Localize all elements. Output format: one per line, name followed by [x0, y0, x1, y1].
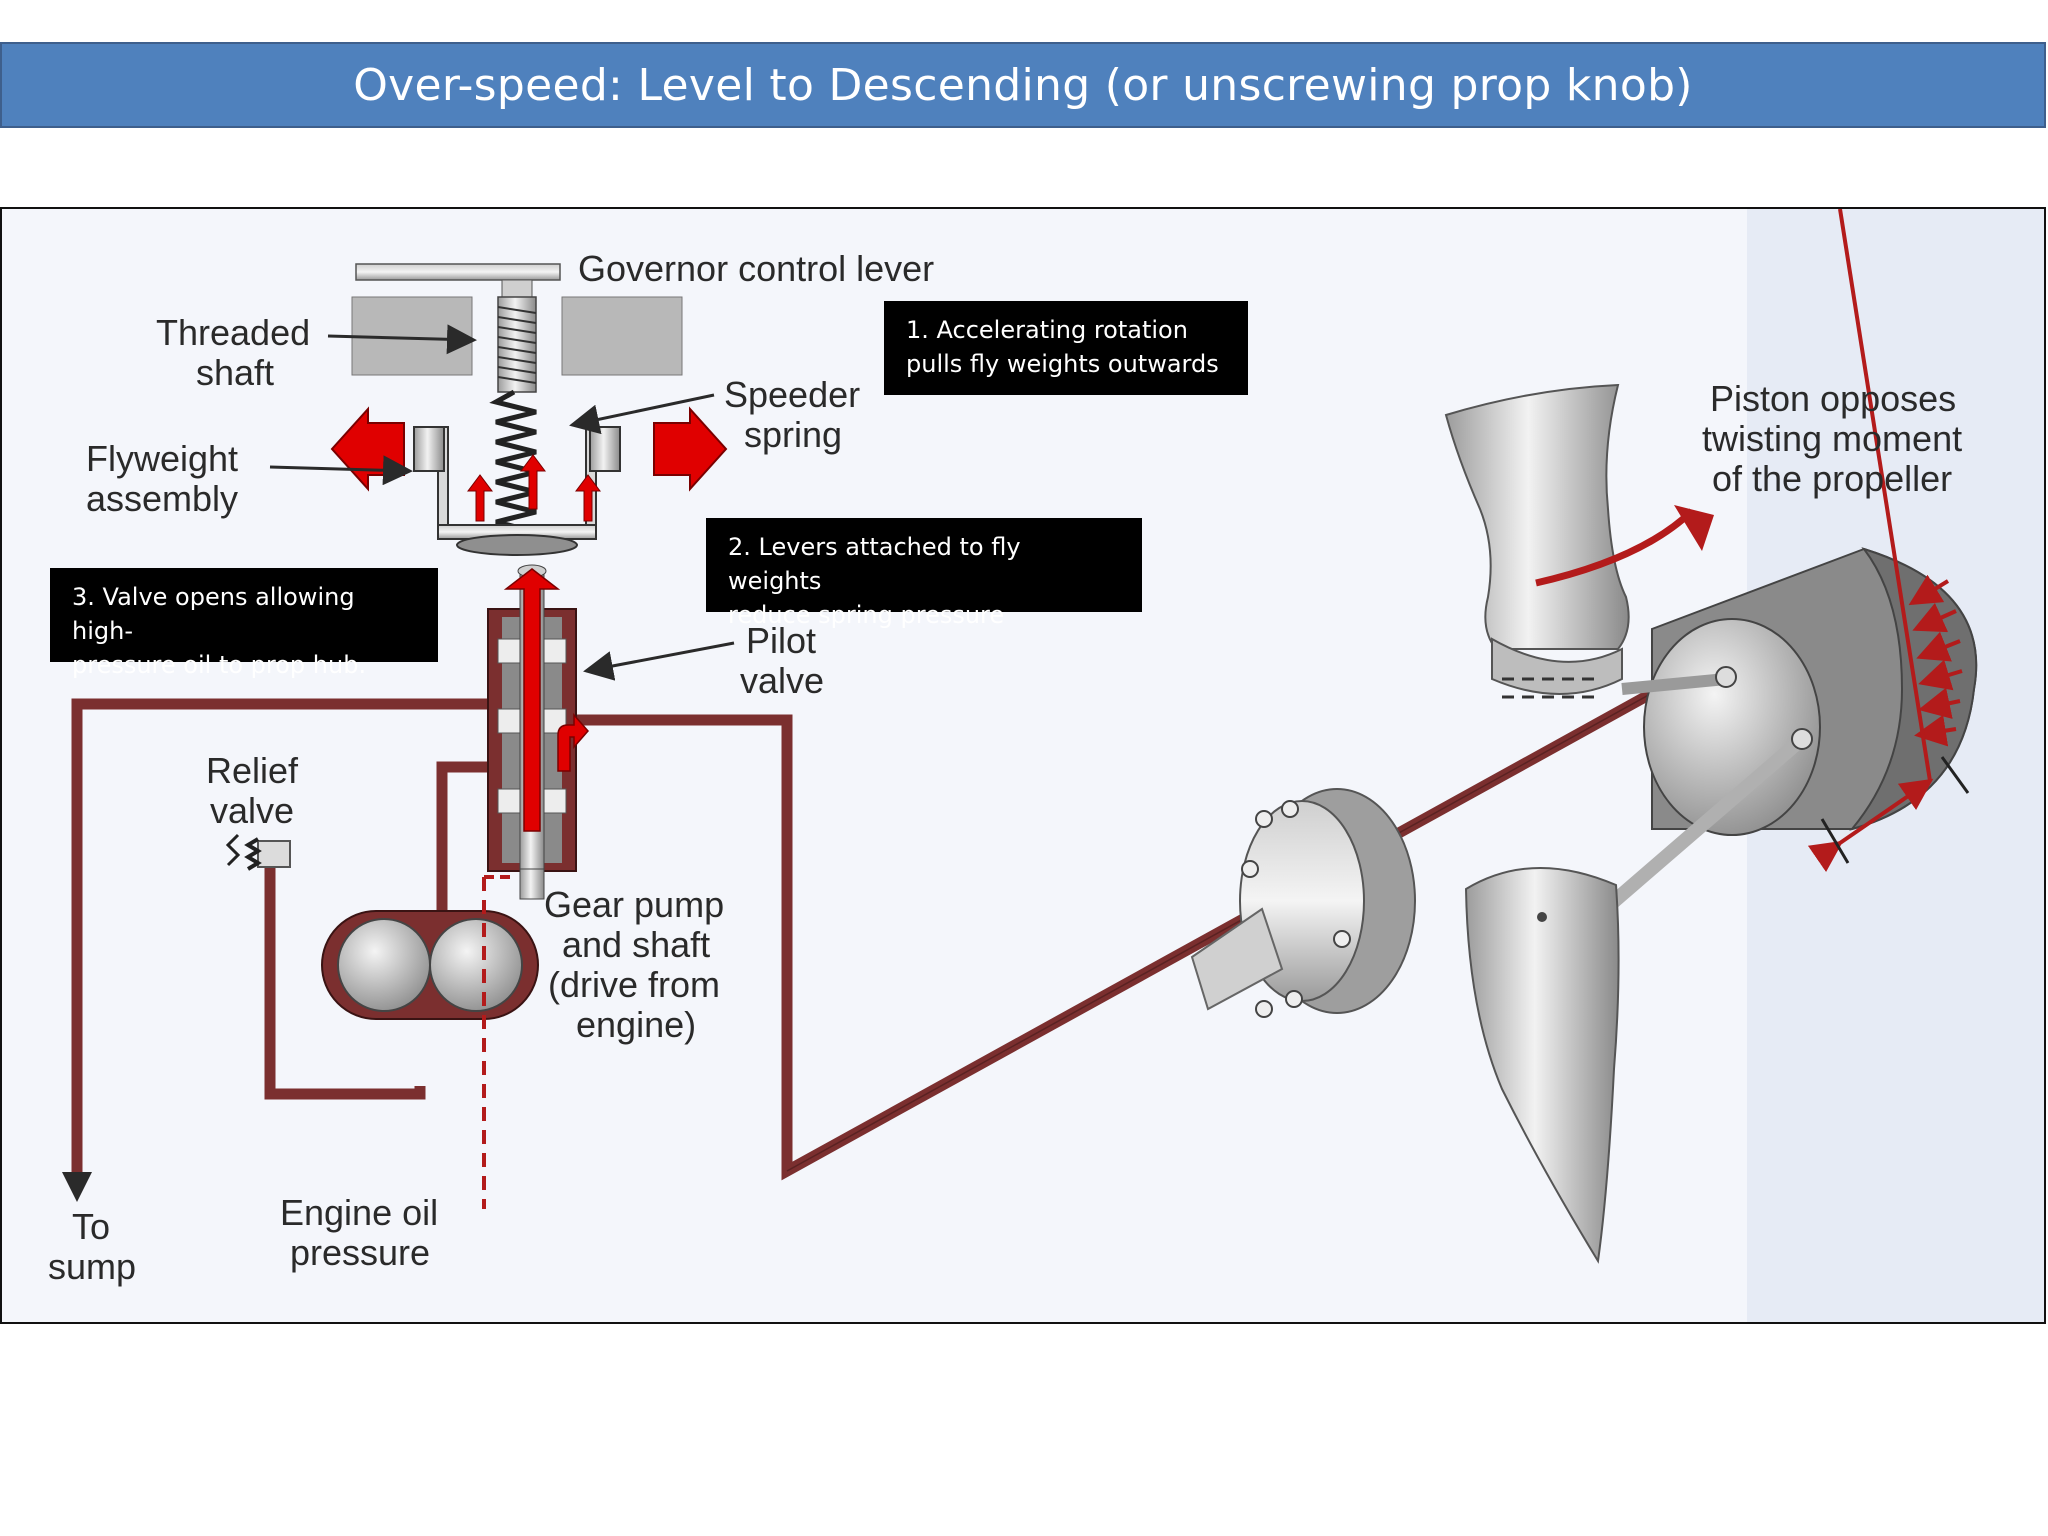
callout-levers-reduce-spring: 2. Levers attached to fly weights reduce…: [706, 518, 1142, 629]
threaded-shaft-housing-right: [561, 296, 683, 376]
spring-relief-arrow-center: [520, 454, 546, 510]
propeller-assembly: [1190, 209, 1978, 1264]
twisting-moment-arrow: [1535, 508, 1695, 587]
callout-2-line-2: reduce spring pressure: [728, 601, 1005, 629]
governor-control-lever: [355, 263, 561, 281]
title-bar: Over-speed: Level to Descending (or unsc…: [0, 42, 2046, 128]
callout-1-line-2: pulls fly weights outwards: [906, 350, 1219, 378]
port-flow-arrow: [557, 713, 589, 772]
spring-relief-arrow-left: [467, 474, 493, 522]
governor-diagram: Governor control lever Threaded shaft Sp…: [0, 207, 2046, 1324]
callout-valve-opens: 3. Valve opens allowing high- pressure o…: [50, 568, 438, 679]
callout-3-line-1: 3. Valve opens allowing high-: [72, 583, 355, 645]
callout-3-line-2: pressure oil to prop hub.: [72, 651, 367, 679]
label-threaded-shaft-1: Threaded: [156, 312, 310, 353]
prop-hub-line: [577, 676, 1677, 1181]
pilot-valve-flow-arrow: [503, 568, 561, 832]
label-speeder-spring-2: spring: [744, 414, 842, 455]
relief-return-line: [264, 854, 426, 1100]
label-piston-2: twisting moment: [1702, 418, 1962, 459]
upper-blade: [1444, 383, 1630, 650]
label-governor-control-lever: Governor control lever: [578, 248, 934, 289]
speeder-spring: [489, 389, 537, 532]
piston-stroke-arrow: [1838, 209, 1932, 782]
label-relief-valve-2: valve: [210, 790, 294, 831]
label-piston-3: of the propeller: [1712, 458, 1952, 499]
label-gear-pump-4: engine): [576, 1004, 696, 1045]
lower-blade: [1464, 866, 1620, 1264]
label-threaded-shaft-2: shaft: [196, 352, 274, 393]
twisting-moment-arrowhead: [1674, 505, 1714, 551]
blade-pin-link: [1502, 677, 1600, 699]
label-flyweight-1: Flyweight: [86, 438, 238, 479]
label-to-sump-1: To: [72, 1206, 110, 1247]
gear-pump: [321, 910, 539, 1020]
label-to-sump-2: sump: [48, 1246, 136, 1287]
piston-rod-lower: [1577, 733, 1807, 935]
callout-accelerating-rotation: 1. Accelerating rotation pulls fly weigh…: [884, 301, 1248, 395]
label-pilot-valve-1: Pilot: [746, 620, 816, 661]
piston-face: [1643, 618, 1821, 836]
label-engine-oil-2: pressure: [290, 1232, 430, 1273]
piston-rod-upper: [1621, 673, 1727, 695]
flyweight-assembly: [413, 426, 621, 556]
threaded-shaft: [497, 296, 537, 393]
flyweight-outward-arrow-right: [653, 406, 728, 492]
label-flyweight-2: assembly: [86, 478, 238, 519]
piston-stroke-arrow-line: [1807, 778, 1934, 873]
label-gear-pump-3: (drive from: [548, 964, 720, 1005]
relief-valve: [225, 833, 291, 871]
label-speeder-spring-1: Speeder: [724, 374, 860, 415]
spring-relief-arrow-right: [575, 474, 601, 522]
label-gear-pump-1: Gear pump: [544, 884, 724, 925]
crankshaft-end: [1190, 907, 1284, 1011]
callout-1-line-1: 1. Accelerating rotation: [906, 316, 1188, 344]
label-gear-pump-2: and shaft: [562, 924, 710, 965]
label-relief-valve-1: Relief: [206, 750, 299, 791]
prop-hub-line-edge: [786, 680, 1675, 1172]
leader-arrows: [269, 324, 735, 681]
label-engine-oil-1: Engine oil: [280, 1192, 438, 1233]
oil-pressure-arrows: [1908, 574, 1963, 747]
slide-title: Over-speed: Level to Descending (or unsc…: [353, 59, 1693, 111]
threaded-shaft-threads: [497, 306, 537, 384]
oil-lines: [71, 676, 1677, 1181]
label-piston-1: Piston opposes: [1710, 378, 1956, 419]
label-pilot-valve-2: valve: [740, 660, 824, 701]
callout-2-line-1: 2. Levers attached to fly weights: [728, 533, 1021, 595]
sump-return-line: [71, 698, 488, 1179]
